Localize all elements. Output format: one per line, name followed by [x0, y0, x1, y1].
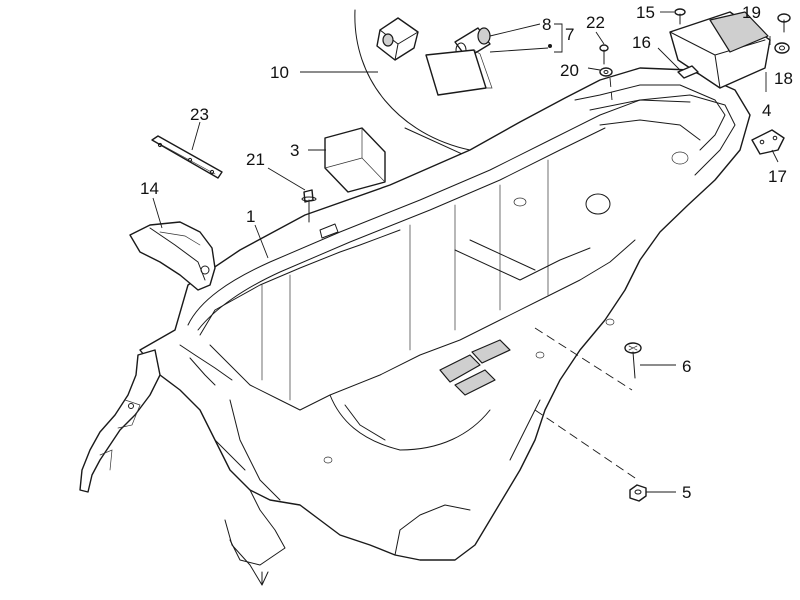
part-17-plate [751, 129, 785, 155]
assembly-lines [534, 36, 771, 481]
callout-23: 23 [190, 105, 209, 124]
callout-18: 18 [774, 69, 793, 88]
part-16-clip [677, 65, 699, 79]
callout-10: 10 [270, 63, 289, 82]
part-18-grommet [774, 42, 790, 54]
bracket-dot [548, 44, 552, 48]
callout-21: 21 [246, 150, 265, 169]
part-5-nut [629, 484, 647, 502]
callout-14: 14 [140, 179, 159, 198]
callout-15: 15 [636, 3, 655, 22]
part-3-pad [324, 127, 386, 193]
callout-3: 3 [290, 141, 299, 160]
part-19-screw [777, 13, 791, 33]
callout-labels: 1 3 4 5 6 7 8 10 14 15 16 17 18 19 20 21… [140, 3, 793, 502]
callout-6: 6 [682, 357, 691, 376]
callout-5: 5 [682, 483, 691, 502]
part-10-bulb-holder [376, 17, 419, 61]
callout-19: 19 [742, 3, 761, 22]
part-20-washer [599, 67, 613, 77]
leader-lines [152, 11, 779, 493]
callout-4: 4 [762, 101, 771, 120]
callout-7: 7 [565, 25, 574, 44]
part-15-screw [674, 8, 686, 25]
part-7-lens [425, 49, 493, 96]
callout-22: 22 [586, 13, 605, 32]
callout-17: 17 [768, 167, 787, 186]
callout-8: 8 [542, 15, 551, 34]
part-23-strip [151, 135, 223, 179]
callout-20: 20 [560, 61, 579, 80]
part-14-bracket [129, 221, 216, 291]
callout-16: 16 [632, 33, 651, 52]
part-6-bolt [624, 342, 642, 379]
part-22-screw [599, 44, 609, 65]
storage-compartment [139, 67, 751, 586]
callout-1: 1 [246, 207, 255, 226]
side-panel-left [79, 349, 161, 493]
part-21-rivet [301, 189, 317, 223]
